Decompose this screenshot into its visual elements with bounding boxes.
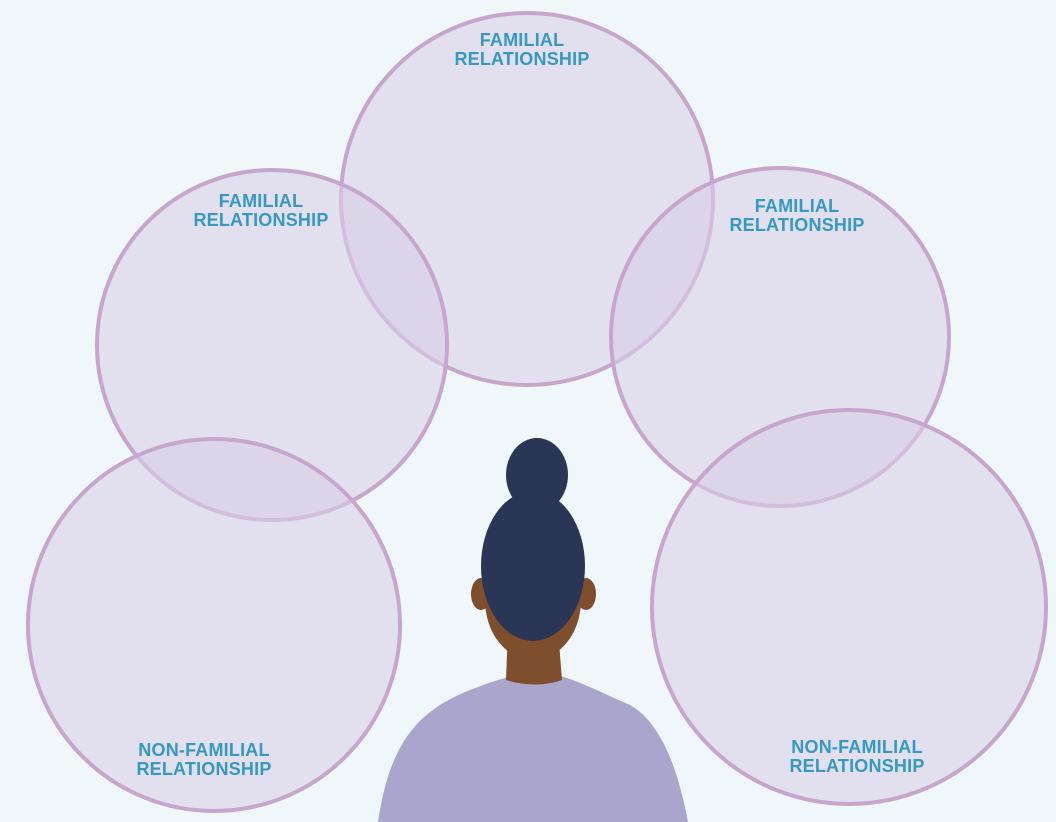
label-left: FAMILIAL RELATIONSHIP: [151, 192, 371, 230]
label-bottom-left: NON-FAMILIAL RELATIONSHIP: [94, 741, 314, 779]
label-line2: RELATIONSHIP: [789, 756, 925, 776]
circle-bottom-left: [26, 437, 402, 813]
head-hair: [481, 491, 585, 641]
label-line1: FAMILIAL: [754, 196, 840, 216]
label-line1: FAMILIAL: [479, 30, 565, 50]
label-line2: RELATIONSHIP: [729, 215, 865, 235]
shirt: [378, 673, 688, 822]
label-bottom-right: NON-FAMILIAL RELATIONSHIP: [747, 738, 967, 776]
label-line2: RELATIONSHIP: [193, 210, 329, 230]
label-right: FAMILIAL RELATIONSHIP: [687, 197, 907, 235]
label-top: FAMILIAL RELATIONSHIP: [412, 31, 632, 69]
label-line2: RELATIONSHIP: [136, 759, 272, 779]
label-line1: NON-FAMILIAL: [791, 737, 923, 757]
circle-bottom-right: [650, 408, 1048, 806]
label-line1: FAMILIAL: [218, 191, 304, 211]
label-line2: RELATIONSHIP: [454, 49, 590, 69]
label-line1: NON-FAMILIAL: [138, 740, 270, 760]
person-illustration: [378, 438, 688, 822]
